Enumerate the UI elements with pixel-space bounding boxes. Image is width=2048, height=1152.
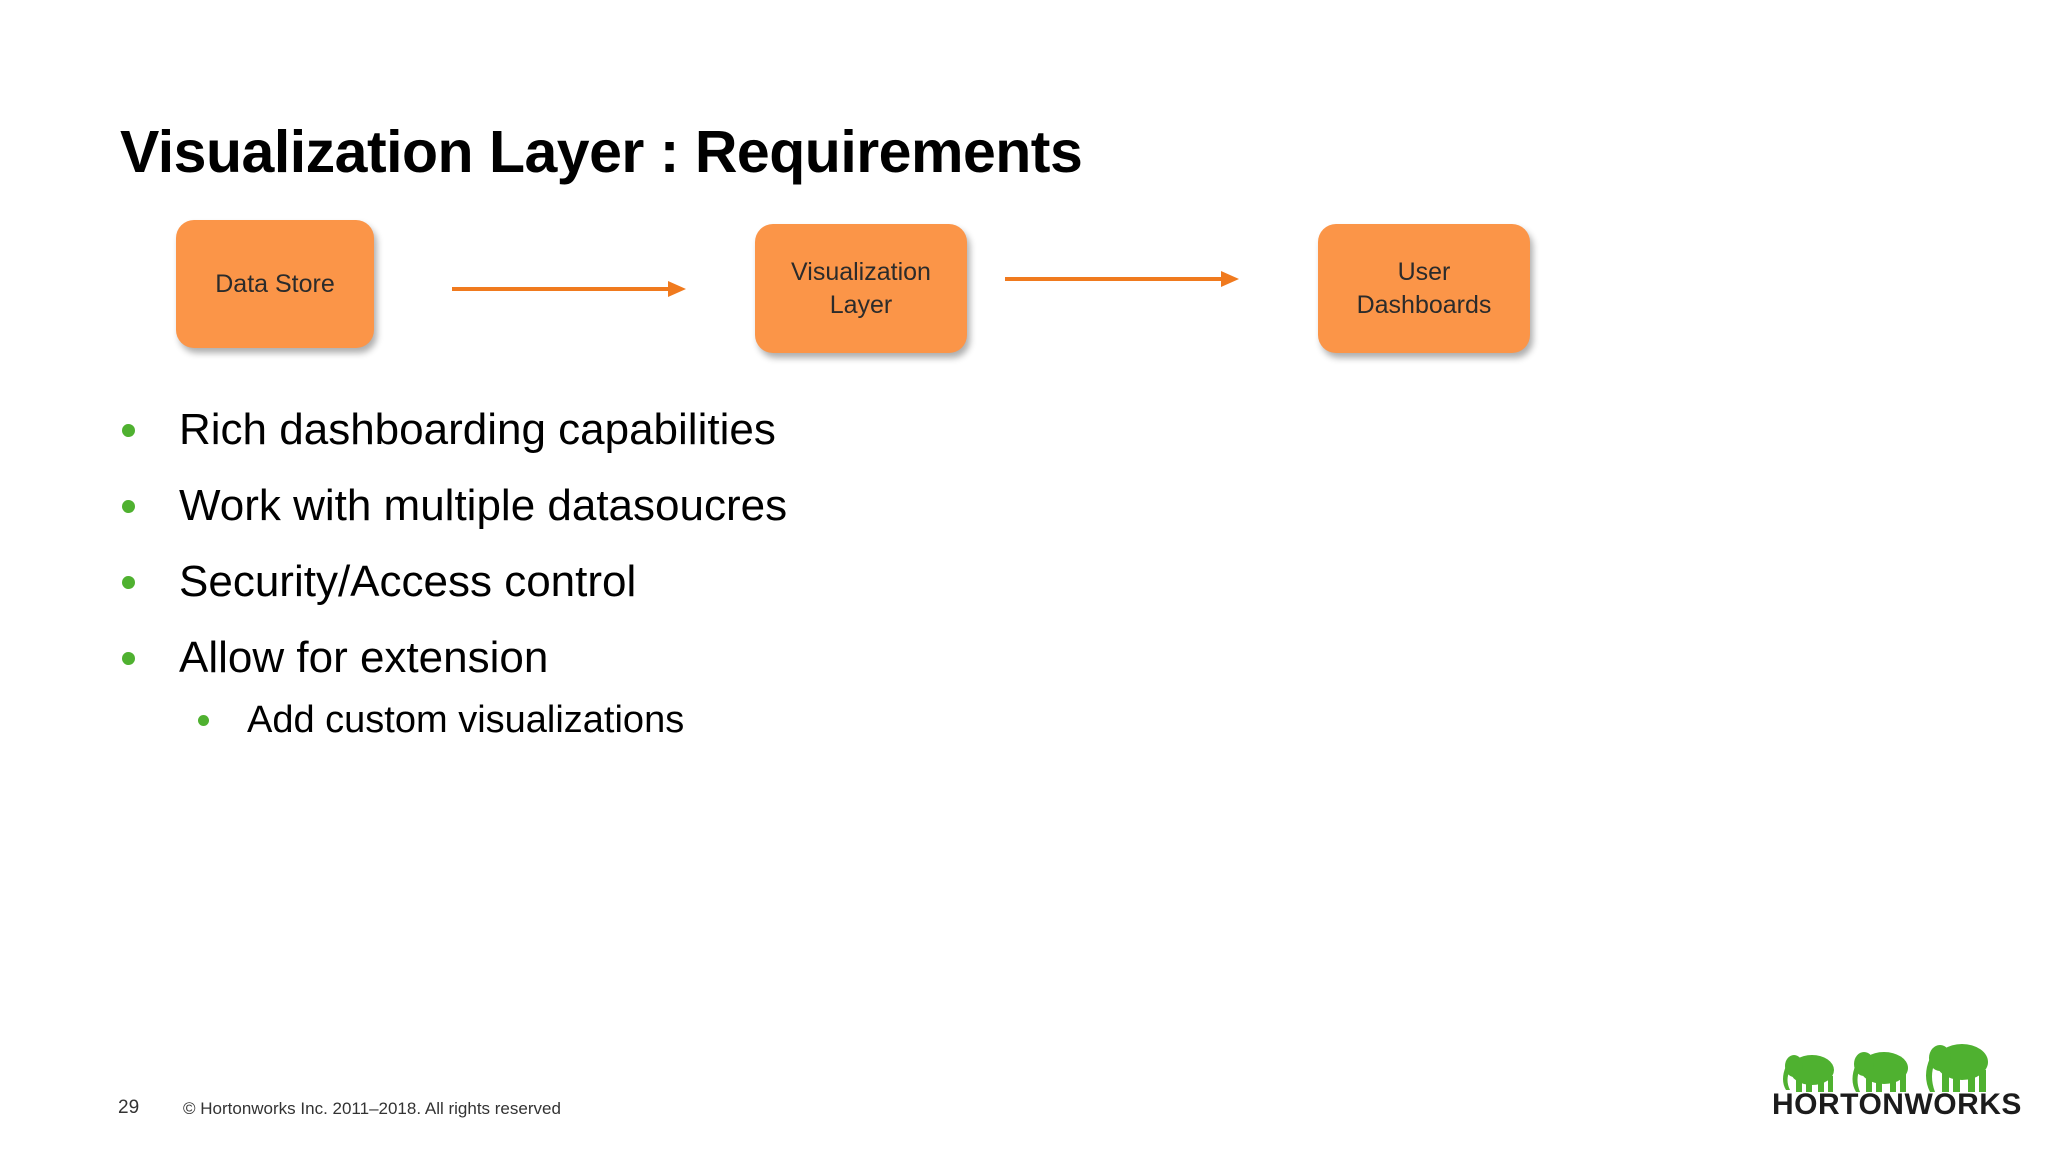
node-label: Data Store xyxy=(215,269,335,298)
bullet-dot-icon xyxy=(122,575,135,589)
node-visualization-layer: Visualization Layer xyxy=(755,224,967,353)
bullet-dot-icon xyxy=(122,651,135,665)
bullet-dot-icon xyxy=(122,423,135,437)
bullet-text: Security/Access control xyxy=(179,557,637,606)
arrow-visualization-layer-to-user-dashboards xyxy=(1005,271,1239,287)
bullet-dot-icon xyxy=(198,714,209,726)
bullet-text: Allow for extension xyxy=(179,633,549,682)
sub-bullet-item: Add custom visualizations xyxy=(198,697,684,743)
sub-bullet-text: Add custom visualizations xyxy=(247,699,685,741)
node-data-store: Data Store xyxy=(176,220,374,348)
slide-title: Visualization Layer : Requirements xyxy=(120,119,1083,185)
bullet-item: Work with multiple datasoucres xyxy=(118,480,787,532)
bullet-item: Rich dashboarding capabilities xyxy=(118,404,776,456)
elephants-logo-icon xyxy=(1783,1044,1988,1092)
arrow-data-store-to-visualization-layer xyxy=(452,281,686,297)
copyright-notice: © Hortonworks Inc. 2011–2018. All rights… xyxy=(183,1099,561,1118)
bullet-text: Rich dashboarding capabilities xyxy=(179,405,776,454)
bullet-text: Work with multiple datasoucres xyxy=(179,481,788,530)
node-label: Visualization Layer xyxy=(791,257,931,319)
company-logo-text: HORTONWORKS xyxy=(1772,1088,2022,1121)
node-label: User Dashboards xyxy=(1356,257,1492,319)
bullet-item: Security/Access control xyxy=(118,556,636,608)
page-number: 29 xyxy=(118,1097,140,1118)
node-user-dashboards: User Dashboards xyxy=(1318,224,1530,353)
bullet-dot-icon xyxy=(122,499,135,513)
bullet-item: Allow for extension xyxy=(118,632,548,684)
